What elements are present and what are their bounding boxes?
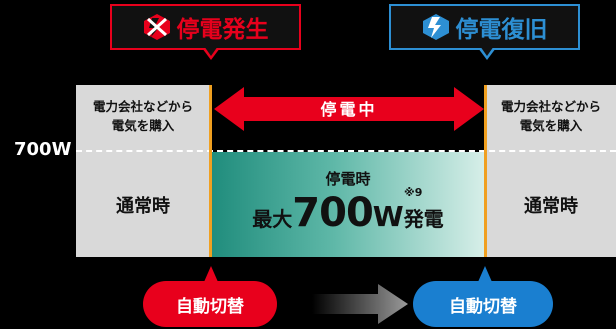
- outage-period-label: 停電中: [320, 100, 378, 119]
- right-normal-text: 通常時: [524, 195, 578, 217]
- outage-start-marker: [209, 85, 212, 257]
- level-700w-line: [76, 150, 616, 152]
- auto-switch-left-badge: 自動切替: [143, 281, 277, 327]
- outage-generation-block: 停電時 ※9 最大700W発電: [210, 152, 486, 257]
- outage-restore-callout-tail: [478, 46, 496, 60]
- auto-switch-right-badge: 自動切替: [413, 281, 553, 327]
- generation-value: 700: [292, 190, 373, 236]
- generation-unit: W: [372, 200, 404, 233]
- left-purchase-text: 電力会社などから 電気を購入: [92, 99, 193, 133]
- generation-prefix: 最大: [252, 207, 293, 231]
- outage-start-callout-tail: [202, 46, 220, 60]
- auto-switch-right-tail: [478, 266, 492, 282]
- footnote-marker: ※9: [404, 186, 423, 199]
- auto-switch-left-label: 自動切替: [176, 296, 244, 317]
- generation-capacity: 最大700W発電: [210, 190, 486, 236]
- power-outage-icon: [143, 14, 170, 40]
- transition-arrow-icon: [312, 284, 408, 324]
- left-panel: 電力会社などから 電気を購入 通常時: [76, 85, 210, 257]
- outage-restore-marker: [484, 85, 487, 257]
- outage-start-callout: 停電発生: [110, 4, 301, 50]
- auto-switch-right-label: 自動切替: [449, 296, 517, 317]
- outage-start-label: 停電発生: [176, 17, 269, 43]
- generation-title: 停電時: [325, 170, 371, 188]
- right-purchase-text: 電力会社などから 電気を購入: [500, 99, 601, 133]
- outage-restore-label: 停電復旧: [455, 17, 548, 43]
- outage-restore-callout: 停電復旧: [389, 4, 580, 50]
- left-normal-text: 通常時: [116, 195, 170, 217]
- right-panel: 電力会社などから 電気を購入 通常時: [486, 85, 616, 257]
- outage-period-arrow: [214, 87, 484, 131]
- level-700w-label: 700W: [14, 139, 72, 160]
- generation-suffix: 発電: [403, 207, 444, 231]
- power-restore-icon: [422, 14, 449, 40]
- auto-switch-left-tail: [204, 266, 218, 282]
